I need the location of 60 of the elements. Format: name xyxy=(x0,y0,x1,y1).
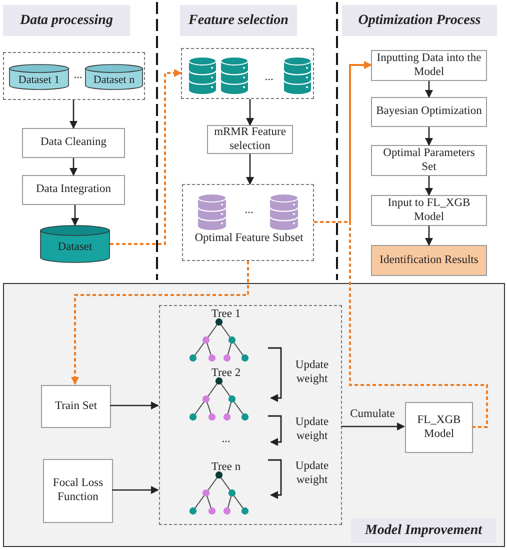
ellipsis: ... xyxy=(220,433,232,447)
box-text: Optimal Parameters Set xyxy=(382,146,476,174)
dashed-group-box xyxy=(3,52,145,100)
section-heading: Optimization Process xyxy=(342,5,497,36)
arrow xyxy=(246,154,254,185)
group-label: Optimal Feature Subset xyxy=(194,232,304,246)
process-box xyxy=(22,128,125,158)
step-label: Update weight xyxy=(294,416,330,444)
step-label: Update weight xyxy=(294,460,330,488)
process-box xyxy=(41,385,111,428)
ellipsis: ... xyxy=(244,204,254,218)
box-text: Train Set xyxy=(54,400,98,414)
process-box xyxy=(371,97,487,127)
result-box xyxy=(371,245,487,276)
process-box xyxy=(371,195,487,226)
dashed-arrow xyxy=(71,261,249,385)
box-text: Dataset 1 xyxy=(17,72,61,88)
arrow xyxy=(341,422,405,430)
box-text: Dataset n xyxy=(92,72,136,88)
database-cylinder xyxy=(85,64,143,90)
database-cylinder xyxy=(9,64,69,90)
arrow xyxy=(425,127,433,146)
box-text: Dataset xyxy=(56,240,94,254)
process-box xyxy=(22,175,125,205)
process-box xyxy=(405,402,473,453)
panel-heading: Model Improvement xyxy=(351,518,496,543)
box-text: Focal Loss Function xyxy=(52,477,104,505)
box-text: Input to FL_XGB Model xyxy=(386,196,472,224)
arrow xyxy=(70,100,78,129)
arrow xyxy=(425,176,433,196)
box-text: Bayesian Optimization xyxy=(375,105,483,119)
process-box xyxy=(43,459,113,523)
arrow xyxy=(425,226,433,246)
process-box xyxy=(371,145,487,176)
box-text: Identification Results xyxy=(378,254,480,268)
ellipsis: ... xyxy=(264,71,274,85)
section-heading: Data processing xyxy=(3,5,130,36)
arrow xyxy=(71,205,79,226)
dashed-arrow xyxy=(349,61,488,428)
database-cylinder xyxy=(40,225,110,263)
arrow xyxy=(246,99,254,126)
tree-label: Tree 1 xyxy=(210,308,242,322)
box-text: Data Cleaning xyxy=(39,136,108,150)
tree-label: Tree n xyxy=(210,461,242,475)
section-heading: Feature selection xyxy=(180,5,297,36)
arrow xyxy=(112,486,159,494)
tree-label: Tree 2 xyxy=(210,367,242,381)
box-text: FL_XGB Model xyxy=(416,414,462,442)
box-text: mRMR Feature selection xyxy=(213,126,287,154)
dashed-arrow xyxy=(110,69,182,245)
step-label: Update weight xyxy=(294,359,330,387)
model-improvement-panel xyxy=(3,283,505,547)
arrow xyxy=(70,158,78,176)
box-text: Inputting Data into the Model xyxy=(376,52,482,80)
ellipsis: ... xyxy=(72,69,84,83)
arrow xyxy=(110,402,159,410)
box-text: Data Integration xyxy=(34,183,112,197)
process-box xyxy=(371,50,487,81)
arrow xyxy=(425,81,433,98)
process-box xyxy=(207,125,293,154)
